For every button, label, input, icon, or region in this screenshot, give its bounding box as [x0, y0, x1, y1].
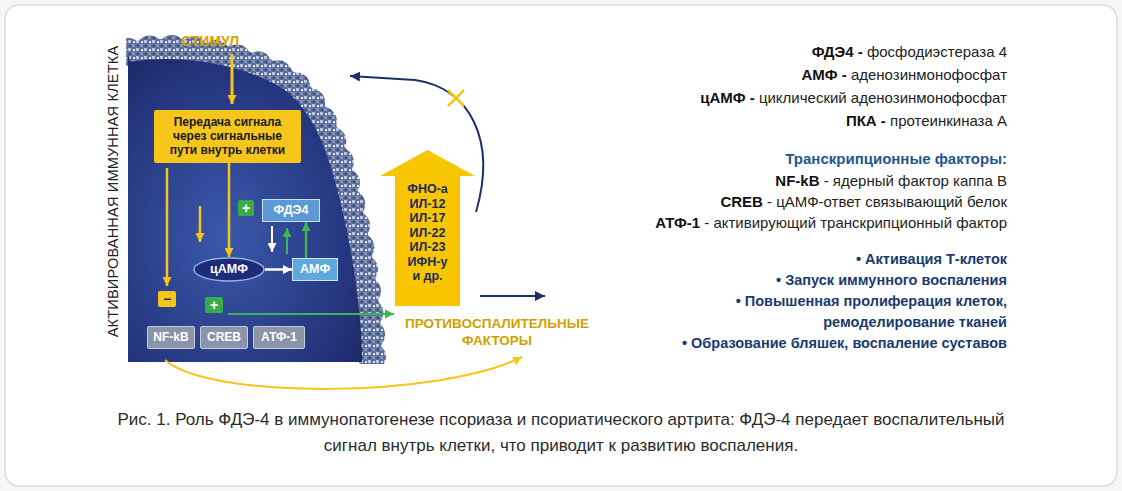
- abbreviation-term: цАМФ -: [700, 89, 755, 106]
- node-text: АТФ-1: [261, 331, 297, 344]
- node-text: ИФН-у: [408, 255, 448, 270]
- cytoplasm: [128, 49, 372, 362]
- signal-connector: [228, 163, 231, 258]
- legend-row: АТФ-1- активирующий транскрипционный фак…: [655, 213, 1007, 232]
- factor-box: CREB: [200, 326, 248, 349]
- abbreviation-term: NF-kB: [775, 172, 819, 189]
- abbreviation-definition: аденозинмонофосфат: [851, 66, 1007, 83]
- factor-box: NF-kB: [147, 326, 195, 349]
- legend-row: Транскрипционные факторы:: [785, 149, 1007, 168]
- node-text: АМФ: [300, 263, 330, 277]
- process-box: Передача сигнала через сигнальные пути в…: [154, 110, 301, 163]
- plus-badge: +: [205, 297, 223, 313]
- factor-box: АТФ-1: [253, 326, 305, 349]
- cytokine-arrow: ФНО-аИЛ-12ИЛ-17ИЛ-22ИЛ-23ИФН-уи др.: [380, 150, 475, 306]
- feedback-loop-arrow: [350, 76, 483, 212]
- abbreviation-term: ФДЭ4 -: [812, 43, 863, 60]
- stimulus-label: СТИМУЛ: [170, 33, 250, 50]
- immune-cell: [128, 49, 372, 362]
- legend-row: NF-kB - ядерный фактор каппа В: [775, 171, 1007, 190]
- plus-badge: +: [238, 200, 254, 216]
- ellipse-outline: [194, 258, 264, 281]
- output-curve: [165, 357, 522, 389]
- molecule-ellipse: цАМФ: [193, 257, 265, 282]
- figure-frame: [5, 5, 1117, 486]
- abbreviation-term: ПКА -: [846, 112, 886, 129]
- effect-arrow: [480, 295, 545, 297]
- signal-connector: [305, 222, 308, 258]
- bullet-item: • Повышенная пролиферация клеток, ремоде…: [647, 291, 1007, 333]
- bullet-item: • Запуск иммунного воспаления: [647, 270, 1007, 291]
- node-text: цАМФ: [210, 263, 248, 277]
- membrane-bumps: [128, 49, 372, 362]
- legend-row: ФДЭ4 -фосфодиэстераза 4: [812, 42, 1007, 61]
- abbreviation-definition: фосфодиэстераза 4: [867, 43, 1007, 60]
- abbreviation-term: АТФ-1: [655, 214, 700, 231]
- node-text: ИЛ-23: [410, 240, 446, 255]
- node-text: ФНО-а: [407, 182, 448, 197]
- block-cross: [448, 90, 464, 106]
- arrow-outline: [380, 150, 475, 306]
- node-text: ФДЭ4: [274, 204, 309, 218]
- node-text: −: [163, 292, 171, 306]
- signal-arrow: [166, 168, 169, 286]
- conversion-arrow: [271, 226, 273, 252]
- signal-arrow: [199, 206, 202, 242]
- node-text: ИЛ-17: [410, 211, 446, 226]
- bullet-list: • Активация Т-клеток• Запуск иммунного в…: [647, 249, 1007, 354]
- legend-row: цАМФ -циклический аденозинмонофосфат: [700, 88, 1007, 107]
- legend-row: АМФ - аденозинмонофосфат: [801, 65, 1007, 84]
- section-heading: Транскрипционные факторы:: [785, 150, 1007, 167]
- abbreviation-definition: - ядерный фактор каппа В: [824, 172, 1007, 189]
- cell-label: АКТИВИРОВАННАЯ ИММУННАЯ КЛЕТКА: [105, 27, 122, 357]
- node-text: +: [210, 298, 218, 312]
- legend-row: CREB- цАМФ-ответ связывающий белок: [720, 192, 1007, 211]
- node-text: Передача сигнала через сигнальные пути в…: [158, 115, 297, 157]
- minus-badge: −: [158, 291, 176, 307]
- abbreviation-definition: - активирующий транскрипционный фактор: [704, 214, 1007, 231]
- node-text: CREB: [207, 331, 241, 344]
- abbreviation-term: АМФ -: [801, 66, 846, 83]
- abbreviation-definition: - цАМФ-ответ связывающий белок: [767, 193, 1007, 210]
- enzyme-box: ФДЭ4: [262, 199, 320, 222]
- factors-label: ПРОТИВОСПАЛИТЕЛЬНЫЕ ФАКТОРЫ: [382, 316, 612, 350]
- legend-row: ПКА -протеинкиназа А: [846, 111, 1007, 130]
- abbreviation-definition: протеинкиназа А: [890, 112, 1007, 129]
- signal-connector: [265, 268, 292, 271]
- cell-membrane: [128, 49, 372, 362]
- abbreviation-term: CREB: [720, 193, 763, 210]
- figure-caption: Рис. 1. Роль ФДЭ-4 в иммунопатогенезе пс…: [111, 407, 1011, 459]
- bullet-item: • Активация Т-клеток: [647, 249, 1007, 270]
- node-text: NF-kB: [153, 331, 188, 344]
- node-text: и др.: [412, 269, 442, 284]
- node-text: ИЛ-12: [410, 197, 446, 212]
- bullet-item: • Образование бляшек, воспаление суставо…: [647, 333, 1007, 354]
- stimulus-arrow: [231, 54, 234, 104]
- abbreviation-definition: циклический аденозинмонофосфат: [759, 89, 1007, 106]
- node-text: ИЛ-22: [410, 226, 446, 241]
- node-text: +: [242, 201, 250, 215]
- activation-arrow: [228, 313, 394, 315]
- feedback-arrow: [286, 228, 288, 254]
- molecule-box: АМФ: [292, 258, 338, 281]
